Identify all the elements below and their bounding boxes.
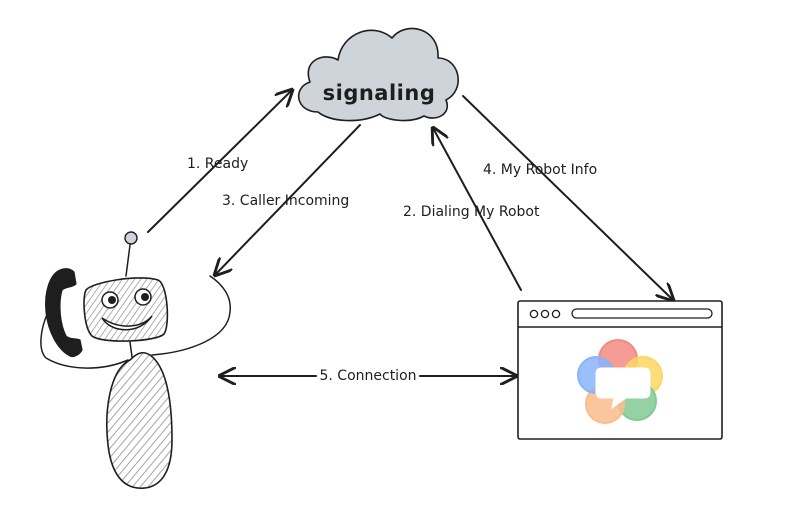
robot-antenna-ball <box>124 231 138 245</box>
browser-dot-3 <box>551 309 561 319</box>
robot-right-arm <box>151 275 231 356</box>
webrtc-logo-icon <box>577 339 663 424</box>
edge-robot-info-arrow <box>462 95 673 300</box>
edge-robot-info-label: 4. My Robot Info <box>483 162 597 178</box>
robot-body <box>106 352 173 490</box>
edge-connection-label: 5. Connection <box>319 368 416 384</box>
browser-dot-1 <box>529 309 539 319</box>
cloud-label: signaling <box>323 81 436 105</box>
edge-ready-arrow <box>147 90 292 233</box>
edge-caller-incoming-label: 3. Caller Incoming <box>222 193 349 209</box>
edge-dialing-label: 2. Dialing My Robot <box>403 204 540 220</box>
robot-antenna <box>125 244 131 277</box>
browser-address-bar <box>571 308 713 319</box>
edge-ready-label: 1. Ready <box>187 156 248 172</box>
robot-head <box>83 277 169 342</box>
edge-caller-incoming-arrow <box>215 124 361 275</box>
edge-dialing-arrow <box>433 128 522 291</box>
signaling-cloud: signaling <box>297 27 459 122</box>
cloud-icon <box>297 27 459 122</box>
phone-handset-icon <box>45 268 83 358</box>
robot-with-phone-icon <box>40 231 231 490</box>
chat-bubble-icon <box>595 367 651 410</box>
browser-dot-2 <box>540 309 550 319</box>
browser-window-icon <box>517 300 723 440</box>
robot-smile <box>101 315 153 331</box>
robot-left-arm <box>40 311 129 369</box>
